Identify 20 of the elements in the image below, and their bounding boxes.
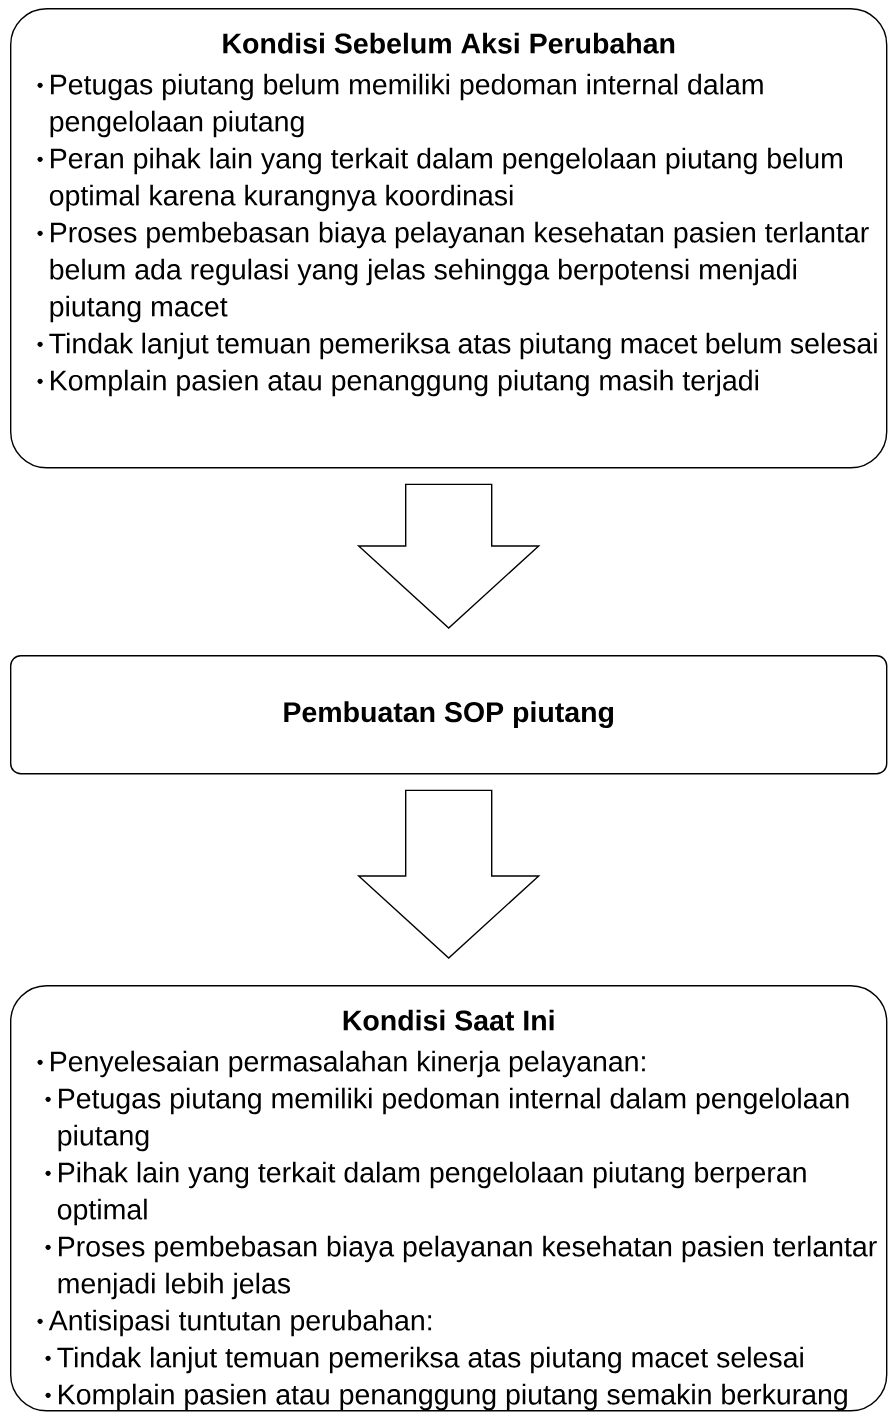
bullet-item: Petugas piutang belum memiliki pedoman internal dalam pengelolaan piutang — [50, 73, 763, 138]
condition-box — [10, 985, 888, 1412]
heading: Kondisi Sebelum Aksi Perubahan — [223, 32, 675, 54]
bullet-item: Petugas piutang memiliki pedoman internal dalam pengelolaan piutang — [58, 1087, 849, 1152]
bullet-item: Proses pembebasan biaya pelayanan kesehatan pasien terlantar menjadi lebih jelas — [58, 1235, 877, 1300]
block-arrow — [356, 789, 541, 959]
bullet-item: Komplain pasien atau penanggung piutang semakin berkurang — [59, 1383, 847, 1411]
condition-box — [10, 8, 888, 469]
bullet-item: Komplain pasien atau penanggung piutang masih terjadi — [51, 369, 758, 397]
heading: Kondisi Saat Ini — [343, 1009, 554, 1031]
process-box — [10, 655, 888, 775]
block-arrow — [356, 483, 541, 629]
bullet-item: Tindak lanjut temuan pemeriksa atas piutang macet selesai — [57, 1346, 803, 1374]
bullet-item: Peran pihak lain yang terkait dalam pengelolaan piutang belum optimal karena kurangnya koordinasi — [49, 147, 842, 212]
bullet-item: Tindak lanjut temuan pemeriksa atas piutang macet belum selesai — [49, 332, 877, 360]
bullet-item: Antisipasi tuntutan perubahan: — [48, 1309, 432, 1337]
bullet-item: Pihak lain yang terkait dalam pengelolaan piutang berperan optimal — [57, 1161, 806, 1226]
bullet-item: Penyelesaian permasalahan kinerja pelayanan: — [51, 1050, 645, 1078]
heading: Pembuatan SOP piutang — [284, 701, 614, 729]
bullet-item: Proses pembebasan biaya pelayanan kesehatan pasien terlantar belum ada regulasi yang jelas sehingga berpotensi menjadi piutang macet — [50, 221, 869, 323]
